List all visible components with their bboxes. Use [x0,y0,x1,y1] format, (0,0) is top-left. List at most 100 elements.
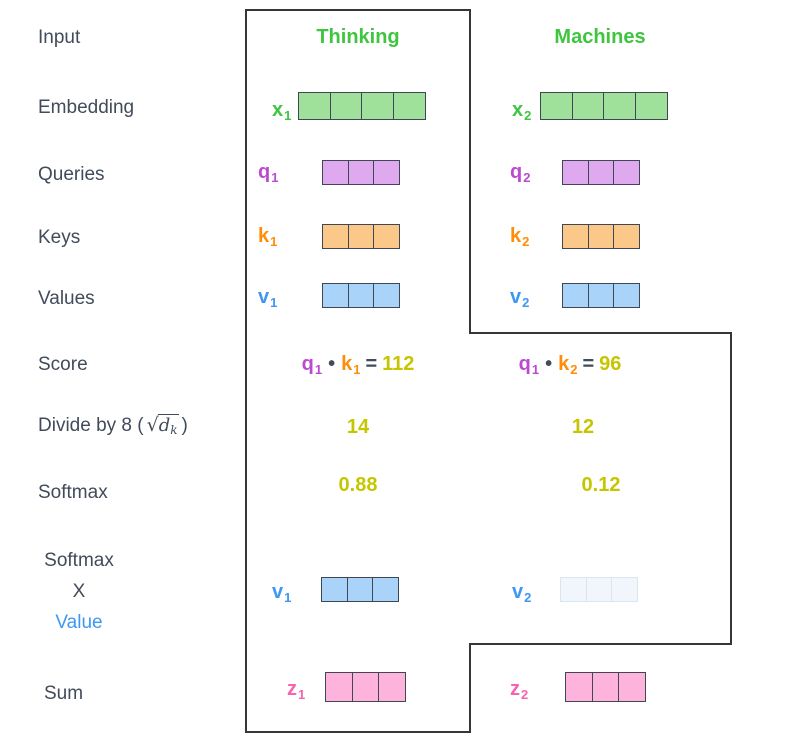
vector-cell [373,160,400,185]
vector-cell [587,283,615,308]
vector-label-v2-weighted: v2 [512,581,532,605]
vector-label-z2: z2 [510,678,529,702]
vector-cell [587,224,615,249]
row-label-embedding: Embedding [38,97,135,118]
softmax-value-col1: 0.88 [338,474,378,496]
vector-cell [587,160,615,185]
row-label-softmax-x-value: Softmax X Value [38,545,120,638]
vector-cell [613,224,640,249]
vector-cell [322,160,349,185]
vector-cells-k1 [322,224,400,249]
vector-cell [562,283,589,308]
vector-label-x1: x1 [272,99,292,123]
row-label-values: Values [38,288,95,309]
vector-cell [329,92,363,120]
vector-cell [346,577,374,602]
vector-cells-v2-weighted-faded [560,577,638,602]
vector-cell [562,224,589,249]
vector-cells-q2 [562,160,640,185]
vector-cell [565,672,593,702]
row-label-queries: Queries [38,164,105,185]
equals-sign: = [582,353,595,375]
vector-cells-v2 [562,283,640,308]
vector-cells-v1-weighted [321,577,399,602]
vector-cell [321,577,348,602]
divide-value-col1: 14 [346,416,370,438]
vector-cells-v1 [322,283,400,308]
vector-cell [325,672,353,702]
softmax-value-col2: 0.12 [581,474,621,496]
vector-cell [347,283,375,308]
vector-cell [373,224,400,249]
vector-label-k1: k1 [258,225,278,249]
row-label-divide: Divide by 8 (√dk) [38,414,188,441]
vector-cells-x2 [540,92,668,120]
vector-cell [591,672,620,702]
column-header-thinking: Thinking [316,26,400,48]
sv-line-softmax: Softmax [44,550,114,571]
vector-cell [373,283,400,308]
score2-k: k2 [558,353,578,377]
vector-cell [562,160,589,185]
vector-cell [634,92,668,120]
outline-polygon [245,9,732,733]
radicand-subscript: k [170,423,178,437]
dot-operator: • [328,353,336,375]
vector-label-q2: q2 [510,161,531,185]
score2-q: q1 [518,353,540,377]
sqrt-dk-formula: √dk [146,414,179,437]
vector-cell [298,92,331,120]
vector-cell [585,577,613,602]
score-expression-col1: q1•k1=112 [246,353,470,377]
vector-cell [560,577,587,602]
vector-cell [611,577,638,602]
vector-label-v2: v2 [510,286,530,310]
row-label-keys: Keys [38,227,81,248]
vector-cell [322,283,349,308]
vector-cell [372,577,399,602]
vector-cell [603,92,636,120]
score1-k: k1 [341,353,361,377]
vector-cells-q1 [322,160,400,185]
divide-text-close: ) [181,415,188,436]
vector-label-v1: v1 [258,286,278,310]
vector-cells-x1 [298,92,426,120]
column-header-machines: Machines [554,26,646,48]
vector-cell [618,672,646,702]
vector-cell [322,224,349,249]
vector-label-x2: x2 [512,99,532,123]
divide-value-col2: 12 [571,416,595,438]
score2-value: 96 [599,353,622,375]
vector-cell [540,92,573,120]
row-label-softmax: Softmax [38,482,108,503]
dot-operator: • [545,353,553,375]
vector-label-z1: z1 [287,678,306,702]
vector-cells-z2 [565,672,646,702]
sv-line-value: Value [55,612,103,633]
divide-text: Divide by 8 ( [38,415,144,436]
sv-line-x: X [72,581,86,602]
vector-cell [378,672,406,702]
vector-cell [361,92,394,120]
vector-cell [347,160,375,185]
vector-cell [392,92,426,120]
vector-cell [351,672,380,702]
row-label-input: Input [38,27,81,48]
score1-q: q1 [301,353,323,377]
vector-label-k2: k2 [510,225,530,249]
equals-sign: = [365,353,378,375]
vector-cell [613,160,640,185]
vector-label-v1-weighted: v1 [272,581,292,605]
vector-cell [571,92,605,120]
vector-label-q1: q1 [258,161,279,185]
vector-cell [613,283,640,308]
vector-cells-k2 [562,224,640,249]
row-label-sum: Sum [44,683,84,704]
radical-sign: √ [146,414,159,436]
score-expression-col2: q1•k2=96 [472,353,668,377]
row-label-score: Score [38,354,88,375]
radicand: dk [157,414,179,437]
vector-cells-z1 [325,672,406,702]
